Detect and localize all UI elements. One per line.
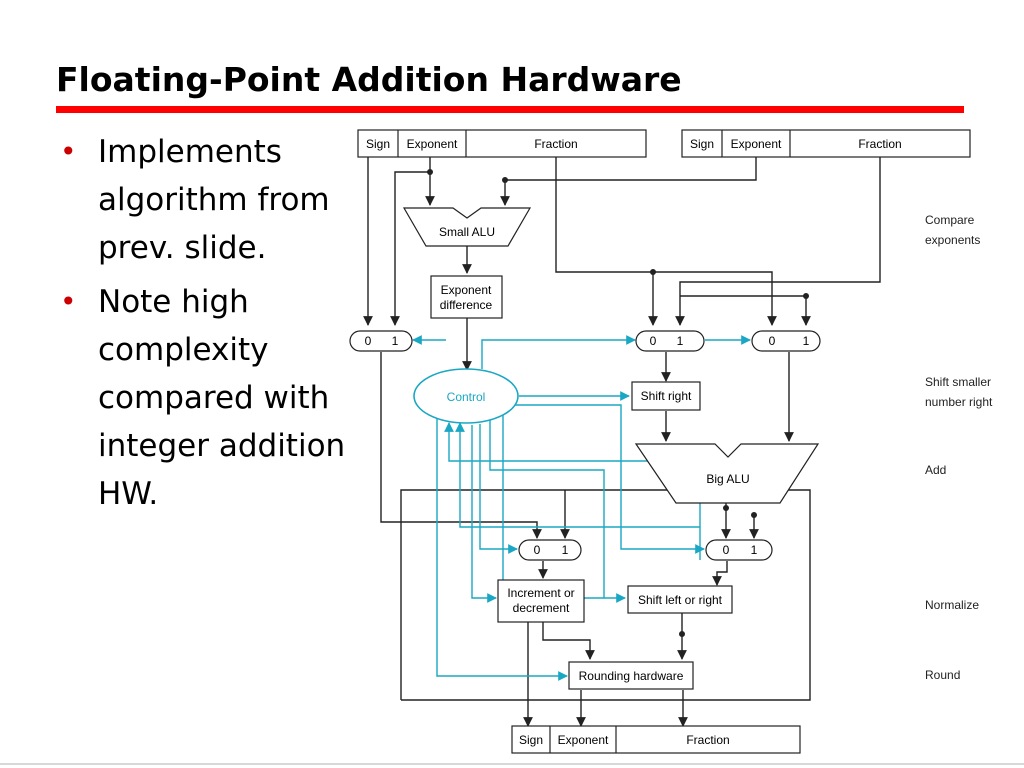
bullet-item: • Note high complexity compared with int…: [58, 278, 358, 518]
step-labels: Compare exponents Shift smaller number r…: [925, 213, 993, 682]
operand-a-register: Sign Exponent Fraction: [357, 129, 647, 158]
field-exponent-label: Exponent: [558, 733, 609, 747]
svg-text:1: 1: [803, 334, 810, 348]
title-underline: [56, 106, 964, 113]
step-round-label: Round: [925, 668, 960, 682]
slide-title: Floating-Point Addition Hardware: [56, 60, 682, 99]
field-exponent-label: Exponent: [731, 137, 782, 151]
svg-text:Shift left or right: Shift left or right: [638, 593, 723, 607]
mux-fraction-select: 0 1: [751, 330, 821, 352]
bullet-text: Implements algorithm from prev. slide.: [98, 134, 330, 266]
svg-text:1: 1: [751, 543, 758, 557]
mux-normalize-fraction: 0 1: [705, 539, 773, 561]
field-sign-label: Sign: [690, 137, 714, 151]
svg-text:Exponent: Exponent: [441, 283, 492, 297]
operand-b-register: Sign Exponent Fraction: [681, 129, 971, 158]
mux-exponent: 0 1: [349, 330, 413, 352]
svg-text:difference: difference: [440, 298, 493, 312]
svg-text:1: 1: [392, 334, 399, 348]
field-fraction-label: Fraction: [858, 137, 901, 151]
field-fraction-label: Fraction: [534, 137, 577, 151]
bullet-dot-icon: •: [60, 285, 77, 318]
step-shift-label: Shift smaller: [925, 375, 991, 389]
big-alu: Big ALU: [634, 443, 820, 504]
field-sign-label: Sign: [366, 137, 390, 151]
svg-text:1: 1: [677, 334, 684, 348]
mux-normalize-exponent: 0 1: [518, 539, 582, 561]
small-alu: Small ALU: [402, 207, 532, 247]
footer-divider: [0, 763, 1024, 765]
bullet-list: • Implements algorithm from prev. slide.…: [58, 128, 358, 524]
svg-text:Shift right: Shift right: [641, 389, 692, 403]
bullet-dot-icon: •: [60, 135, 77, 168]
svg-text:0: 0: [650, 334, 657, 348]
svg-text:0: 0: [365, 334, 372, 348]
step-compare-label: Compare: [925, 213, 975, 227]
increment-decrement-box: Increment or decrement: [497, 579, 585, 623]
svg-text:0: 0: [723, 543, 730, 557]
bullet-text: Note high complexity compared with integ…: [98, 284, 346, 512]
field-exponent-label: Exponent: [407, 137, 458, 151]
svg-text:decrement: decrement: [513, 601, 570, 615]
svg-text:Increment or: Increment or: [507, 586, 574, 600]
mux-shift-select: 0 1: [635, 330, 705, 352]
step-normalize-label: Normalize: [925, 598, 979, 612]
field-sign-label: Sign: [519, 733, 543, 747]
svg-text:1: 1: [562, 543, 569, 557]
rounding-hardware-box: Rounding hardware: [568, 661, 694, 690]
bullet-item: • Implements algorithm from prev. slide.: [58, 128, 358, 272]
shift-right-box: Shift right: [631, 381, 701, 411]
control-unit: Control: [413, 368, 519, 424]
shift-left-right-box: Shift left or right: [627, 585, 733, 614]
wire-junctions: [427, 169, 809, 637]
step-shift-label-2: number right: [925, 395, 993, 409]
step-compare-label-2: exponents: [925, 233, 980, 247]
svg-text:Rounding hardware: Rounding hardware: [579, 669, 684, 683]
result-register: Sign Exponent Fraction: [511, 725, 801, 754]
svg-text:Small ALU: Small ALU: [439, 225, 495, 239]
svg-text:Control: Control: [447, 390, 486, 404]
svg-text:Big ALU: Big ALU: [706, 472, 749, 486]
exponent-difference-box: Exponent difference: [430, 275, 503, 319]
svg-text:0: 0: [534, 543, 541, 557]
step-add-label: Add: [925, 463, 946, 477]
svg-text:0: 0: [769, 334, 776, 348]
field-fraction-label: Fraction: [686, 733, 729, 747]
